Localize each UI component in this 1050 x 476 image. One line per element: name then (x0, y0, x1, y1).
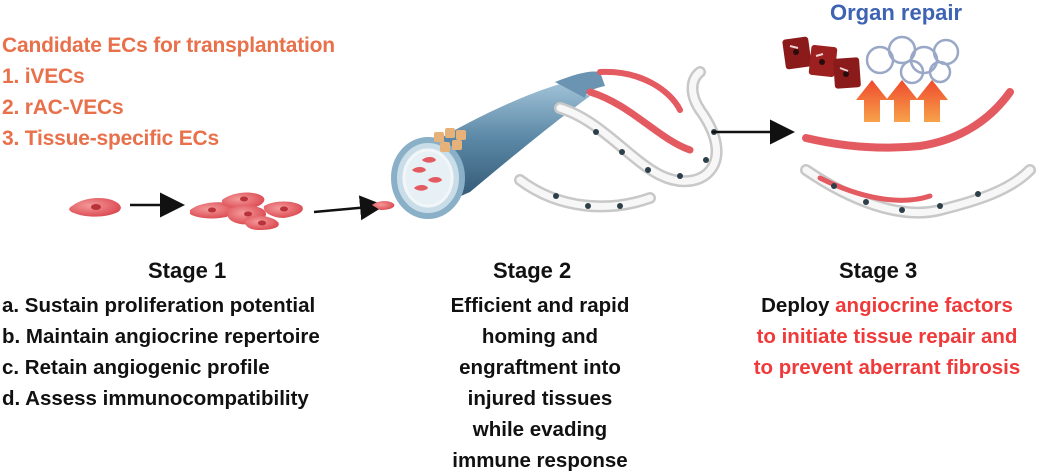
stage1-list: a. Sustain proliferation potential b. Ma… (2, 290, 320, 414)
stage2-description: Efficient and rapid homing and engraftme… (420, 290, 660, 476)
alveoli-icon (865, 35, 960, 85)
stage2-line: homing and (481, 325, 599, 348)
single-endothelial-cell (69, 198, 121, 217)
upward-repair-arrows (856, 80, 948, 122)
candidate-item: 3. Tissue-specific ECs (2, 127, 219, 150)
candidate-item: 2. rAC-VECs (2, 96, 124, 119)
stage1-item: b. Maintain angiocrine repertoire (2, 325, 320, 348)
capillary-sprout-icon (514, 66, 723, 213)
candidate-title: Candidate ECs for transplantation (2, 34, 335, 57)
stage3-line1-prefix: Deploy (761, 294, 836, 317)
repair-nuclei (831, 183, 981, 213)
stage3-line1: Deploy angiocrine factors (727, 290, 1047, 321)
stage1-item: d. Assess immunocompatibility (2, 387, 309, 410)
stage2-title: Stage 2 (493, 258, 572, 283)
stage3-angiocrine-highlight: angiocrine factors (835, 294, 1013, 317)
cell-cluster-icon (190, 192, 303, 230)
stage1-item: c. Retain angiogenic profile (2, 356, 270, 379)
repaired-capillary-icon (800, 88, 1036, 219)
candidate-ecs-list: Candidate ECs for transplantation 1. iVE… (2, 30, 335, 154)
damaged-tissue-icon (782, 36, 861, 89)
stage2-line: engraftment into (459, 356, 621, 379)
stage3-line2: to initiate tissue repair and (756, 325, 1018, 348)
stage2-line: injured tissues (467, 387, 613, 410)
stage1-item: a. Sustain proliferation potential (2, 294, 316, 317)
stage2-line: immune response (452, 449, 628, 472)
diagram-illustration (69, 35, 1036, 230)
organ-repair-title: Organ repair (830, 0, 963, 25)
candidate-item: 1. iVECs (2, 65, 85, 88)
blood-vessel-icon (391, 71, 605, 219)
injected-cell (372, 201, 395, 210)
stage3-line3: to prevent aberrant fibrosis (753, 356, 1021, 379)
stage2-line: Efficient and rapid (450, 294, 630, 317)
stage3-description: Deploy angiocrine factors to initiate ti… (727, 290, 1047, 383)
arrow-injection (313, 195, 385, 221)
stage1-title: Stage 1 (148, 258, 227, 283)
stage3-title: Stage 3 (839, 258, 918, 283)
stage2-line: while evading (472, 418, 608, 441)
